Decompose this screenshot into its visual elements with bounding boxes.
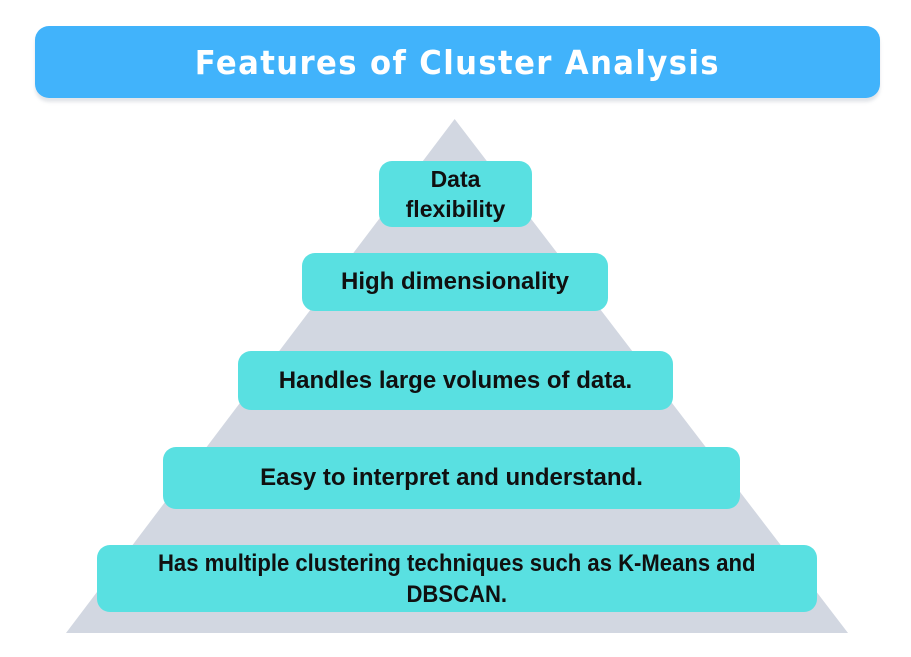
pyramid-level-2-label: High dimensionality: [340, 268, 570, 295]
pyramid-level-4-label: Easy to interpret and understand.: [260, 464, 643, 491]
page-title: Features of Cluster Analysis: [194, 42, 721, 82]
pyramid-level-2: High dimensionality: [302, 253, 608, 311]
title-banner: Features of Cluster Analysis: [35, 26, 880, 98]
pyramid-level-4: Easy to interpret and understand.: [163, 447, 740, 509]
pyramid-level-3: Handles large volumes of data.: [238, 351, 673, 410]
pyramid-level-1-label: Data flexibility: [405, 166, 506, 222]
pyramid-level-1: Data flexibility: [379, 161, 532, 227]
pyramid-level-5: Has multiple clustering techniques such …: [97, 545, 817, 612]
pyramid-level-3-label: Handles large volumes of data.: [278, 366, 633, 394]
pyramid-level-5-label: Has multiple clustering techniques such …: [158, 549, 756, 608]
